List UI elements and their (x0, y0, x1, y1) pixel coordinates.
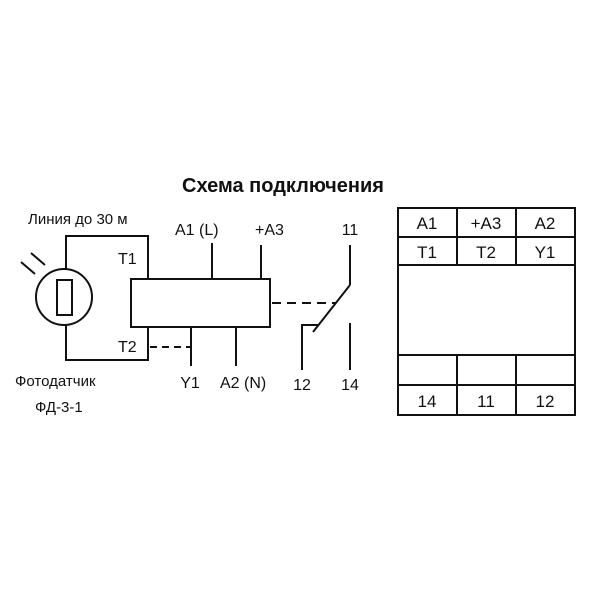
table-cell: A1 (417, 214, 438, 233)
table-cell: 12 (536, 392, 555, 411)
label-14: 14 (341, 377, 359, 394)
label-a1: A1 (L) (175, 222, 219, 239)
terminal-table (397, 207, 576, 416)
sensor-model: ФД-3-1 (35, 399, 83, 416)
relay-box (130, 278, 271, 328)
diagram-title: Схема подключения (182, 175, 384, 197)
label-12: 12 (293, 377, 311, 394)
sensor-wire-top (65, 235, 149, 279)
table-cell: A2 (535, 214, 556, 233)
sensor-wire-bottom (65, 325, 149, 361)
table-cell: 14 (418, 392, 437, 411)
table-cell: +A3 (471, 214, 502, 233)
line-length-label: Линия до 30 м (28, 211, 128, 228)
label-a2: A2 (N) (220, 375, 266, 392)
light-arrow-icon (30, 252, 46, 266)
light-arrow-icon (20, 261, 36, 275)
table-cell: Y1 (535, 243, 556, 262)
table-cell: T2 (476, 243, 496, 262)
label-t1: T1 (118, 251, 137, 268)
label-t2: T2 (118, 339, 137, 356)
wire-12 (301, 324, 318, 370)
photoresistor (56, 279, 73, 316)
switch-contact (312, 284, 351, 333)
sensor-label: Фотодатчик (15, 373, 96, 390)
photosensor-icon (35, 268, 93, 326)
label-a3: +A3 (255, 222, 284, 239)
label-11: 11 (342, 222, 359, 239)
table-cell: 11 (477, 392, 495, 411)
table-cell: T1 (417, 243, 437, 262)
label-y1: Y1 (180, 375, 200, 392)
